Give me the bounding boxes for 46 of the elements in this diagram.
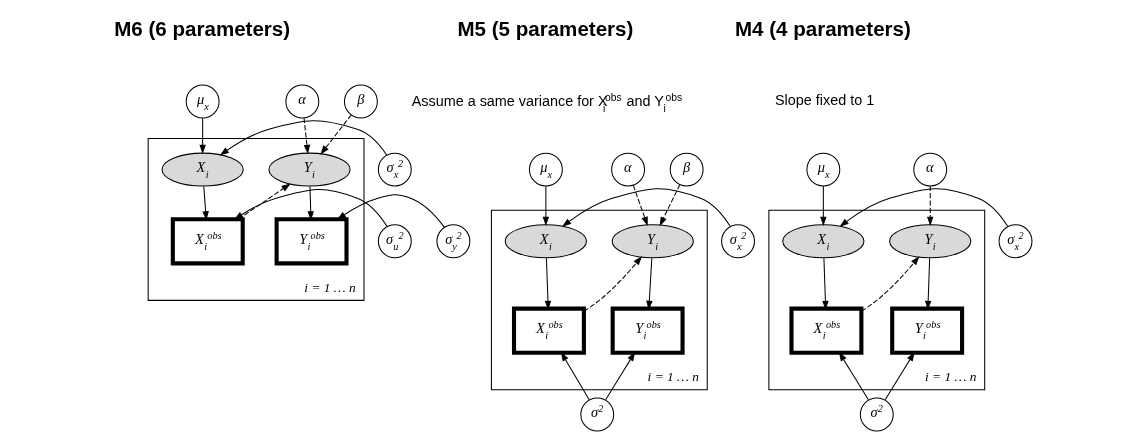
arrow [319,113,352,155]
arrow [233,188,387,227]
arrow [303,117,310,154]
node-circle: μ$_{x}$ [528,152,563,187]
node-circle: μ$_{x}$ [185,84,220,118]
arrow [582,255,642,312]
node-ellipse: X$_{i}$ [504,223,587,258]
arrow [561,187,731,227]
node-circle: β [343,84,378,118]
node-circle: σ$^{2}$ [859,397,894,431]
arrow [336,193,445,228]
node-circle: α [610,152,645,187]
arrow [821,257,829,310]
node-circle: α [284,84,319,118]
node-ellipse: Y$_{i}$ [888,223,971,258]
arrow [884,351,915,400]
node-ellipse: Y$_{i}$ [611,223,694,258]
label: Slope fixed to 1 [774,91,874,108]
arrow [860,255,920,312]
arrow [819,185,827,226]
label: M5 (5 parameters) [457,16,633,40]
node-circle: μ$_{x}$ [805,152,840,187]
arrow [659,183,680,226]
arrow [198,117,206,154]
arrow [838,351,869,400]
arrow [924,257,931,310]
node-ellipse: X$_{i}$ [161,152,244,187]
arrow [645,257,653,310]
arrow [219,119,387,156]
arrow [632,184,648,226]
arrow [201,185,209,221]
label: M4 (4 parameters) [734,16,911,40]
arrow [542,185,549,226]
arrow [306,185,314,221]
arrow [839,187,1008,227]
arrow [544,257,551,310]
arrow [604,351,635,400]
node-circle: σ$^{2}$ [579,397,614,431]
arrow [560,351,590,400]
arrow [926,185,933,226]
label: M6 (6 parameters) [113,16,290,40]
node-circle: β [669,152,704,187]
node-circle: α [912,152,947,187]
node-ellipse: X$_{i}$ [781,223,864,258]
arrow [237,183,291,220]
node-ellipse: Y$_{i}$ [267,152,351,187]
